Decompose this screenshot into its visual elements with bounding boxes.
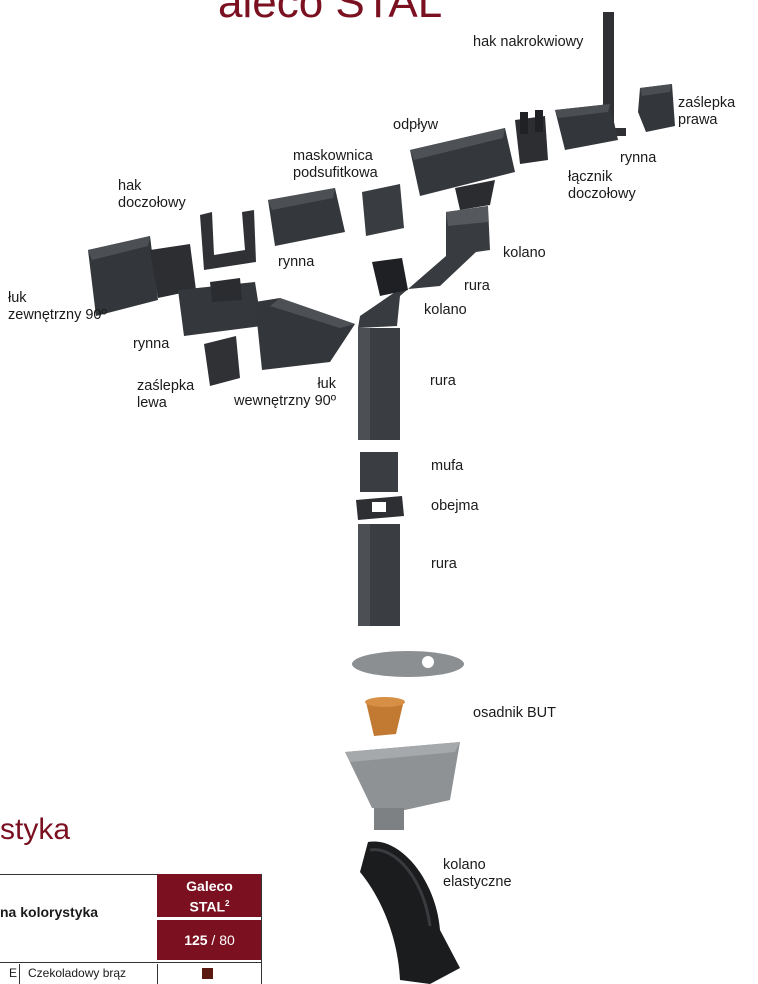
table-header-galeco-line2: STAL2 (157, 895, 262, 916)
table-row-code: E (9, 966, 18, 980)
label-luk-zewnetrzny-line2: zewnętrzny 90º (8, 307, 107, 323)
table-top-border (0, 874, 262, 875)
table-right-border (261, 874, 262, 984)
label-rura-bottom: rura (431, 556, 457, 572)
table-header-left: na kolorystyka (0, 904, 99, 920)
outlet-part (410, 128, 515, 210)
label-zaslepka-prawa: zaślepka prawa (678, 95, 735, 129)
galeco-superscript: 2 (225, 899, 230, 908)
table-col-divider-2 (157, 964, 158, 984)
label-mufa: mufa (431, 458, 464, 474)
label-lacznik-line2: doczołowy (568, 186, 636, 202)
size-rest-text: / 80 (207, 932, 235, 948)
label-luk-zewnetrzny-line1: łuk (8, 290, 27, 306)
right-end-cap-part (638, 84, 675, 132)
table-header-galeco: Galeco STAL2 (157, 874, 262, 917)
gutter-left-part (178, 278, 262, 336)
table-row-divider (0, 962, 262, 963)
label-luk-wewnetrzny-line1: łuk (317, 376, 336, 392)
soffit-cover-part (362, 184, 404, 236)
left-end-cap-part (204, 336, 240, 386)
label-kolano-elastyczne-line2: elastyczne (443, 874, 512, 890)
label-odplyw: odpływ (393, 117, 439, 133)
pipe-coupler-part (360, 452, 398, 492)
label-kolano-elastyczne-line1: kolano (443, 857, 486, 873)
label-zaslepka-prawa-line2: prawa (678, 112, 718, 128)
sediment-trap-cover-part (352, 651, 464, 677)
flexible-elbow-part (360, 841, 460, 984)
label-rura-mid: rura (430, 373, 456, 389)
external-corner-part (88, 236, 196, 316)
label-hak-doczolowy-line1: hak (118, 178, 142, 194)
table-col-divider-1 (19, 964, 20, 984)
label-luk-wewnetrzny-line2: wewnętrzny 90º (233, 393, 336, 409)
label-hak-doczolowy: hak doczołowy (118, 178, 186, 212)
label-zaslepka-lewa-line1: zaślepka (137, 378, 195, 394)
sediment-basket-part (365, 697, 405, 736)
fascia-hook-part (200, 210, 256, 270)
label-luk-zewnetrzny: łuk zewnętrzny 90º (8, 290, 107, 324)
label-kolano-second: kolano (424, 302, 467, 318)
label-rynna-left: rynna (133, 336, 170, 352)
label-zaslepka-lewa-line2: lewa (137, 395, 167, 411)
label-maskownica-line2: podsufitkowa (293, 165, 378, 181)
label-obejma: obejma (431, 498, 479, 514)
label-maskownica: maskownica podsufitkowa (293, 148, 378, 182)
label-hak-doczolowy-line2: doczołowy (118, 195, 186, 211)
label-zaslepka-prawa-line1: zaślepka (678, 95, 736, 111)
pipe-clamp-part (356, 496, 404, 520)
label-rynna-mid: rynna (278, 254, 315, 270)
table-row-color-name: Czekoladowy brąz (28, 966, 127, 980)
label-kolano-top: kolano (503, 245, 546, 261)
downpipe-elbow-part (358, 206, 490, 328)
color-swatch (202, 968, 213, 979)
label-maskownica-line1: maskownica (293, 148, 373, 164)
label-zaslepka-lewa: zaślepka lewa (137, 378, 194, 412)
label-osadnik-but: osadnik BUT (473, 705, 557, 721)
gutter-mid-part (268, 188, 345, 246)
table-header-galeco-line1: Galeco (186, 878, 233, 894)
internal-corner-part (255, 298, 355, 370)
galeco-stal-text: STAL (189, 898, 226, 915)
table-header-size: 125 / 80 (157, 920, 262, 960)
label-kolano-elastyczne: kolano elastyczne (443, 857, 512, 891)
gutter-right-part (515, 104, 618, 164)
sediment-trap-body-part (345, 742, 460, 830)
label-rura-top: rura (464, 278, 490, 294)
label-hak-nakrokwiowy: hak nakrokwiowy (473, 34, 584, 50)
label-rynna-right: rynna (620, 150, 657, 166)
label-luk-wewnetrzny: łuk wewnętrzny 90º (224, 376, 336, 410)
size-bold-text: 125 (184, 932, 208, 948)
section-title: styka (0, 813, 71, 846)
label-lacznik: łącznik doczołowy (568, 169, 636, 203)
page-title: aleco STAL (218, 0, 443, 27)
label-lacznik-line1: łącznik (568, 169, 613, 185)
